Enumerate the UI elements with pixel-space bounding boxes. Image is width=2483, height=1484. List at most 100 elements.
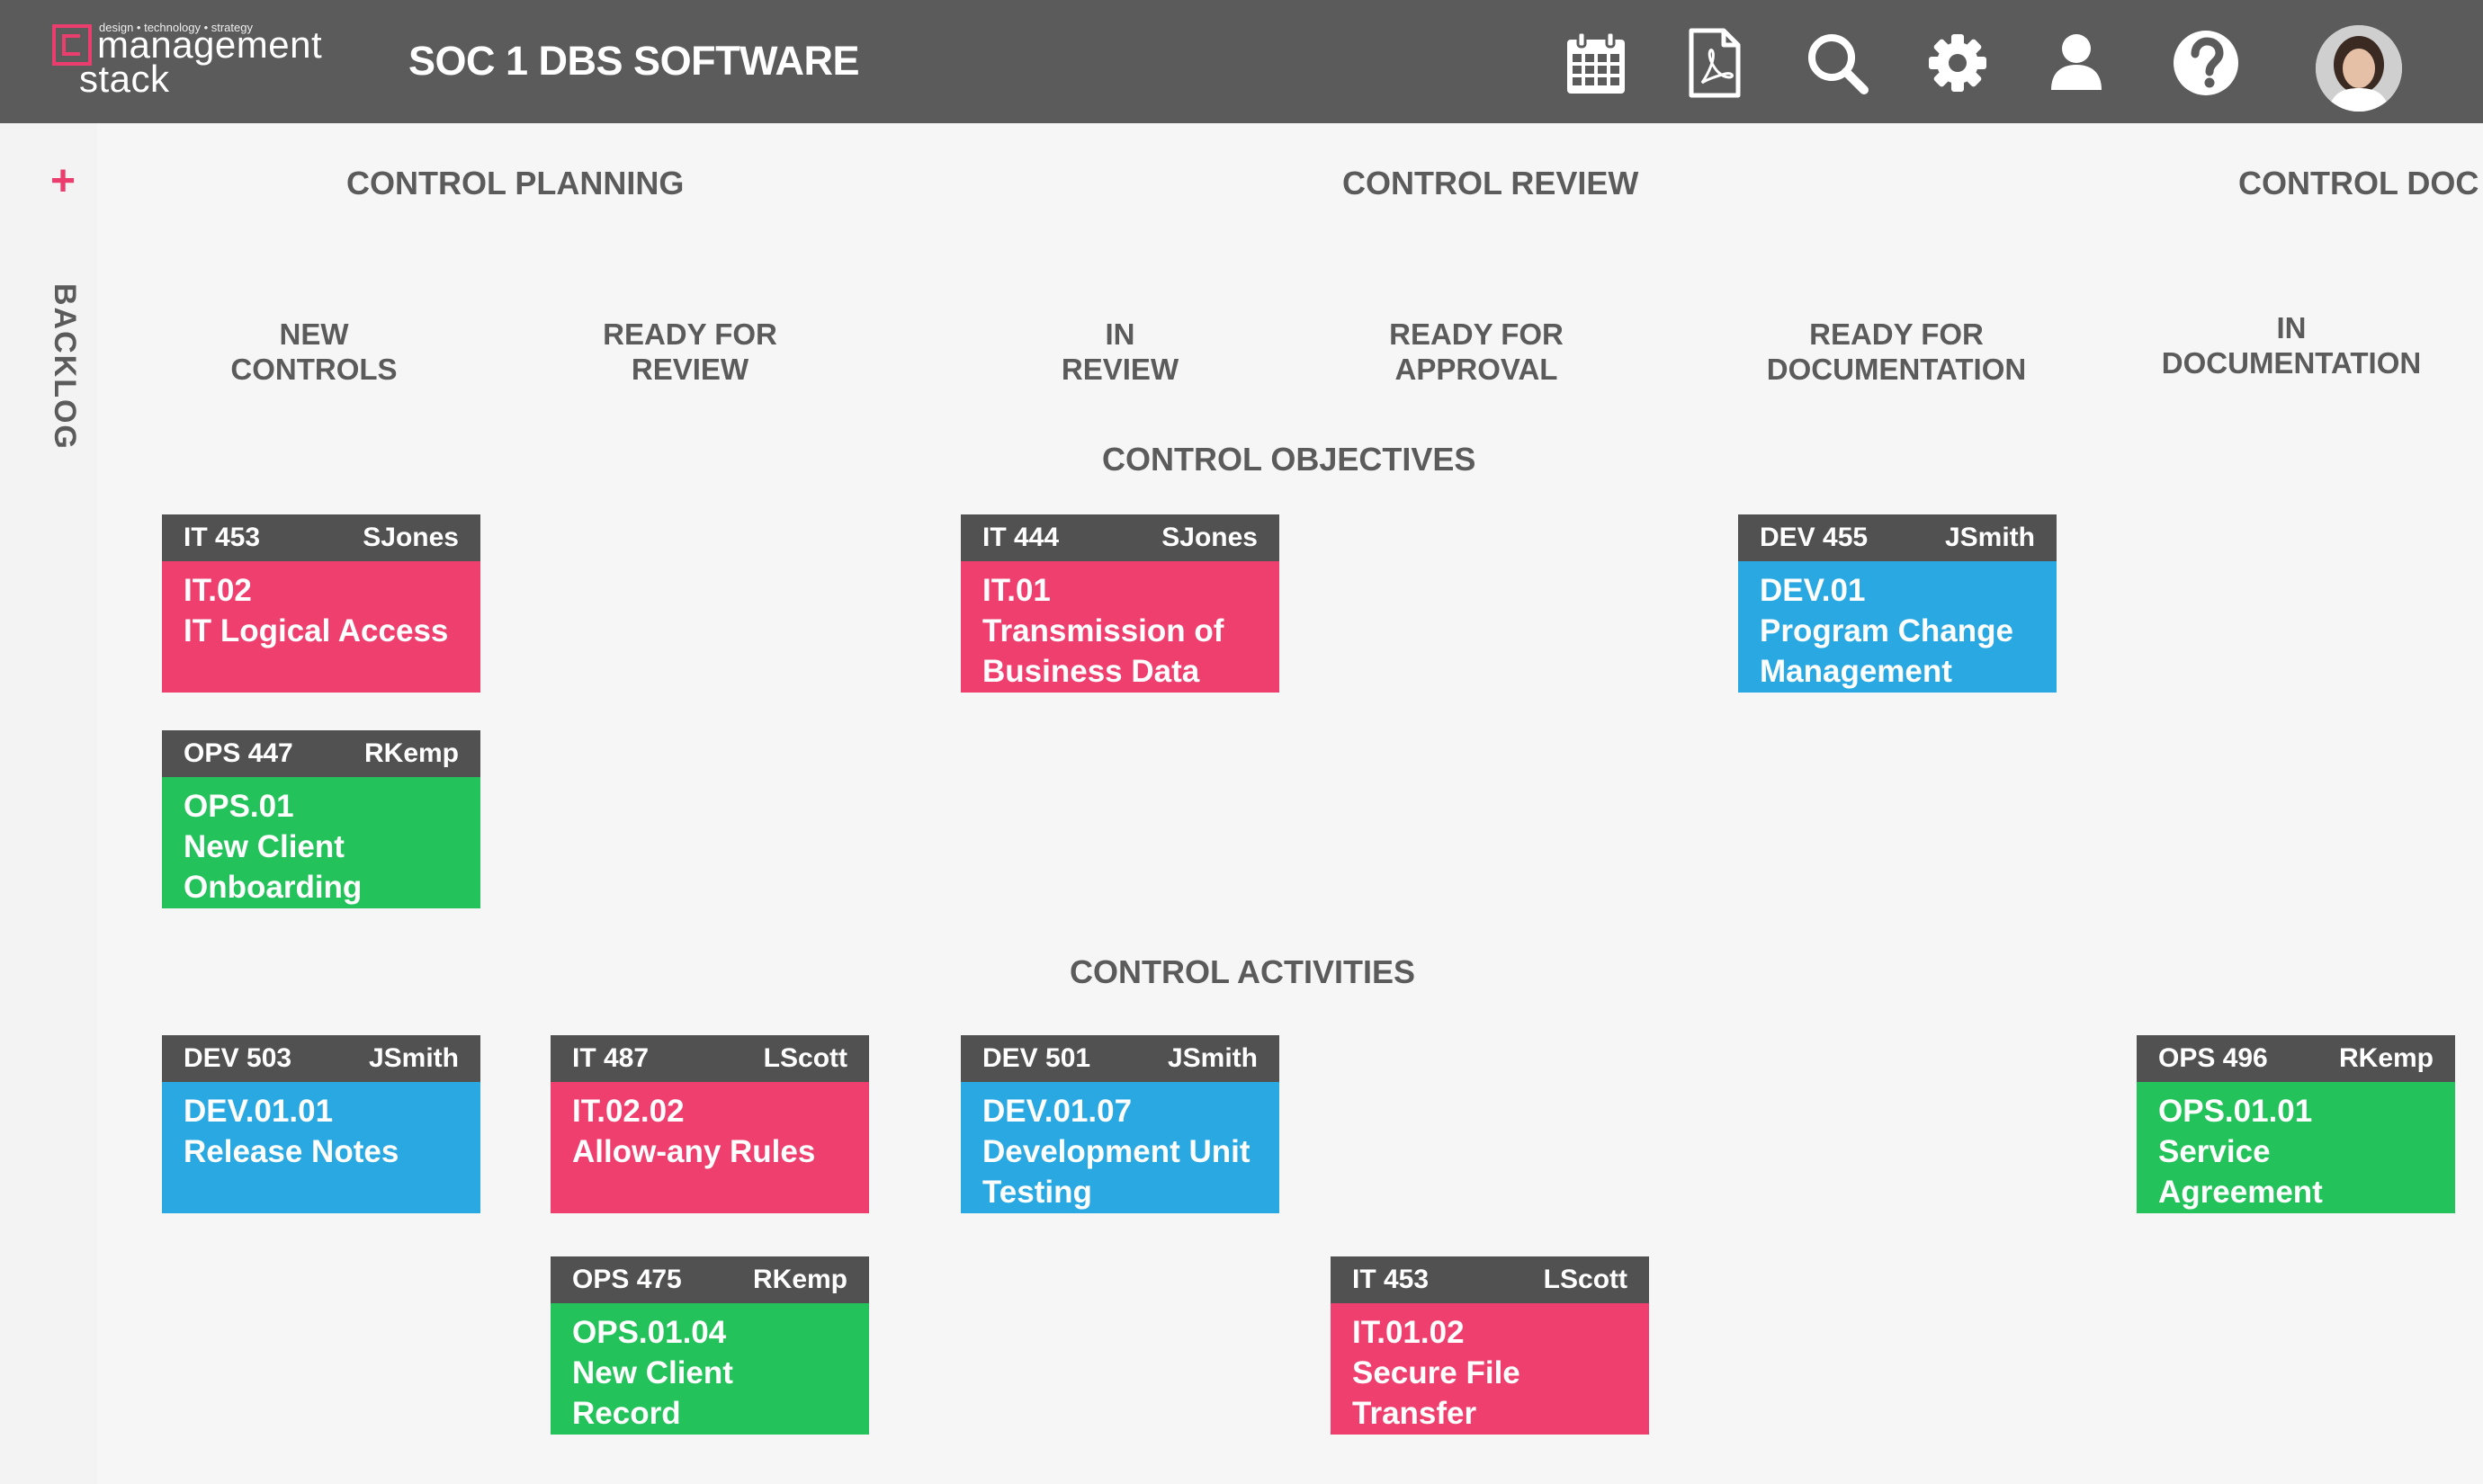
card-ops-447[interactable]: OPS 447 RKemp OPS.01 New Client Onboardi… [162,730,480,908]
card-owner: JSmith [1167,1043,1258,1073]
logo-name-line1: management [97,23,323,66]
card-owner: RKemp [2338,1043,2434,1073]
column-label-line: READY FOR [603,317,777,351]
card-body: DEV.01 Program Change Management [1738,561,2057,693]
card-it-444[interactable]: IT 444 SJones IT.01 Transmission of Busi… [961,514,1279,693]
card-code: OPS.01.01 [2158,1094,2313,1129]
card-id: IT 444 [982,523,1060,552]
column-label-line: APPROVAL [1394,353,1558,386]
card-title-line: Onboarding [184,870,363,905]
card-header: DEV 503 JSmith [162,1035,480,1082]
group-control-review: CONTROL REVIEW [1342,165,1639,201]
backlog-rail [0,123,97,1484]
app-logo[interactable]: design • technology • strategy managemen… [52,20,322,101]
card-id: DEV 503 [184,1043,292,1073]
card-title-line: Program Change [1760,613,2013,648]
logo-name-line2: stack [79,58,170,100]
card-title-line: Transmission of [982,613,1224,648]
section-control-activities: CONTROL ACTIVITIES [1070,953,1416,990]
group-control-documentation: CONTROL DOC [2238,165,2479,201]
card-header: IT 453 SJones [162,514,480,561]
card-title-line: Business Data [982,654,1200,689]
logo-mark-icon [52,24,92,66]
card-owner: RKemp [363,738,459,768]
card-code: IT.01 [982,573,1051,608]
add-button[interactable]: + [50,157,76,205]
card-it-487[interactable]: IT 487 LScott IT.02.02 Allow-any Rules [551,1035,869,1213]
column-label-line: DOCUMENTATION [2161,346,2422,380]
card-dev-503[interactable]: DEV 503 JSmith DEV.01.01 Release Notes [162,1035,480,1213]
card-header: IT 444 SJones [961,514,1279,561]
card-id: DEV 455 [1760,523,1869,552]
backlog-toggle[interactable]: BACKLOG [48,283,82,451]
card-dev-501[interactable]: DEV 501 JSmith DEV.01.07 Development Uni… [961,1035,1279,1213]
card-body: IT.02.02 Allow-any Rules [551,1082,869,1213]
card-it-453-activity[interactable]: IT 453 LScott IT.01.02 Secure File Trans… [1331,1256,1649,1435]
card-code: OPS.01.04 [572,1315,727,1350]
card-title-line: Service [2158,1134,2271,1169]
card-ops-475[interactable]: OPS 475 RKemp OPS.01.04 New Client Recor… [551,1256,869,1435]
group-control-planning: CONTROL PLANNING [346,165,685,201]
card-header: IT 453 LScott [1331,1256,1649,1303]
card-title-line: Release Notes [184,1134,399,1169]
card-owner: SJones [1161,523,1258,552]
card-owner: RKemp [752,1265,847,1294]
card-code: IT.02.02 [572,1094,685,1129]
column-ready-for-review: READY FOR REVIEW [528,317,852,387]
pdf-icon[interactable] [1679,27,1751,99]
card-body: OPS.01 New Client Onboarding [162,777,480,908]
card-owner: JSmith [368,1043,459,1073]
column-in-review: IN REVIEW [958,317,1282,387]
card-code: OPS.01 [184,789,294,824]
column-label-line: IN [2276,311,2307,344]
card-body: IT.01 Transmission of Business Data [961,561,1279,693]
card-dev-455[interactable]: DEV 455 JSmith DEV.01 Program Change Man… [1738,514,2057,693]
column-label-line: NEW [279,317,349,351]
card-id: OPS 475 [572,1265,682,1294]
card-ops-496[interactable]: OPS 496 RKemp OPS.01.01 Service Agreemen… [2137,1035,2455,1213]
logo-tagline: design • technology • strategy [99,21,253,34]
card-header: IT 487 LScott [551,1035,869,1082]
card-code: DEV.01.07 [982,1094,1133,1129]
kanban-board [97,123,2483,1484]
card-id: IT 453 [1352,1265,1430,1294]
card-code: IT.01.02 [1352,1315,1465,1350]
card-owner: JSmith [1944,523,2035,552]
column-label-line: DOCUMENTATION [1766,353,2027,386]
top-bar: design • technology • strategy managemen… [0,0,2483,123]
card-body: IT.02 IT Logical Access [162,561,480,693]
card-title-line: Transfer [1352,1396,1477,1431]
card-owner: SJones [363,523,459,552]
card-owner: LScott [763,1043,847,1073]
column-label-line: CONTROLS [230,353,398,386]
gear-icon[interactable] [1922,27,1994,99]
calendar-icon[interactable] [1560,27,1632,99]
card-title-line: Testing [982,1175,1092,1210]
card-title-line: New Client [572,1355,733,1390]
avatar[interactable] [2316,25,2402,112]
help-icon[interactable] [2170,27,2242,99]
section-control-objectives: CONTROL OBJECTIVES [1102,441,1476,478]
card-header: OPS 447 RKemp [162,730,480,777]
card-header: OPS 475 RKemp [551,1256,869,1303]
column-label-line: REVIEW [1061,353,1179,386]
search-icon[interactable] [1801,27,1873,99]
card-it-453-objective[interactable]: IT 453 SJones IT.02 IT Logical Access [162,514,480,693]
column-label-line: READY FOR [1809,317,1984,351]
user-icon[interactable] [2040,27,2112,99]
card-header: DEV 455 JSmith [1738,514,2057,561]
card-title-line: Development Unit [982,1134,1250,1169]
card-title-line: Management [1760,654,1952,689]
card-body: IT.01.02 Secure File Transfer [1331,1303,1649,1435]
card-header: DEV 501 JSmith [961,1035,1279,1082]
column-ready-for-approval: READY FOR APPROVAL [1314,317,1638,387]
card-id: OPS 496 [2158,1043,2268,1073]
card-header: OPS 496 RKemp [2137,1035,2455,1082]
card-body: OPS.01.04 New Client Record [551,1303,869,1435]
card-id: IT 453 [184,523,261,552]
card-id: DEV 501 [982,1043,1091,1073]
card-title-line: Secure File [1352,1355,1520,1390]
card-id: OPS 447 [184,738,293,768]
page-title: SOC 1 DBS SOFTWARE [408,38,860,84]
card-id: IT 487 [572,1043,650,1073]
